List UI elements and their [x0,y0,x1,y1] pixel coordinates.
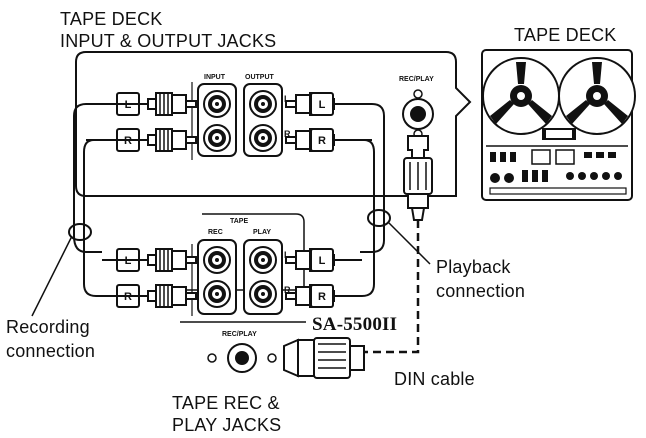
plug-label-l: L [125,255,132,267]
tape-label: TAPE [230,218,249,225]
svg-text:L: L [284,250,290,260]
plug-top-right-l [285,92,343,116]
recording-label-line2: connection [6,341,96,361]
playback-label-line1: Playback [436,257,511,277]
plug-label-r: R [124,291,132,303]
top-din-socket [402,89,434,139]
din-plug-bottom [283,337,365,379]
svg-text:L: L [284,94,290,104]
rec-play-top-label: REC/PLAY [399,76,434,83]
bottom-din-socket [207,343,277,373]
playback-label-line2: connection [436,281,526,301]
tape-deck-jacks-title-line1: TAPE DECK [60,9,163,29]
top-output-jacks [243,83,283,157]
plug-label-r: R [318,291,326,303]
tape-rec-play-jacks-line1: TAPE REC & [172,393,280,413]
rec-label: REC [208,229,223,236]
rec-play-bottom-label: REC/PLAY [222,331,257,338]
plug-bottom-right-r [285,284,343,308]
plug-label-l: L [125,99,132,111]
top-input-jacks [197,83,237,157]
tape-rec-play-jacks-line2: PLAY JACKS [172,415,282,435]
svg-text:R: R [284,285,291,295]
recording-label-line1: Recording [6,317,90,337]
bottom-rec-jacks [197,239,237,315]
svg-text:R: R [284,129,291,139]
plug-label-r: R [124,135,132,147]
plug-label-r: R [318,135,326,147]
tape-deck-title: TAPE DECK [514,25,617,45]
plug-label-l: L [319,255,326,267]
tape-deck-jacks-title-line2: INPUT & OUTPUT JACKS [60,31,277,51]
din-cable-label: DIN cable [394,369,475,389]
model-label: SA-5500II [312,314,398,335]
din-plug-top [403,135,433,221]
output-label: OUTPUT [245,74,274,81]
bottom-play-jacks [243,239,283,315]
plug-label-l: L [319,99,326,111]
plug-top-right-r [285,128,343,152]
tape-deck-illustration [481,49,636,201]
input-label: INPUT [204,74,225,81]
play-label: PLAY [253,229,272,236]
plug-bottom-right-l [285,248,343,272]
